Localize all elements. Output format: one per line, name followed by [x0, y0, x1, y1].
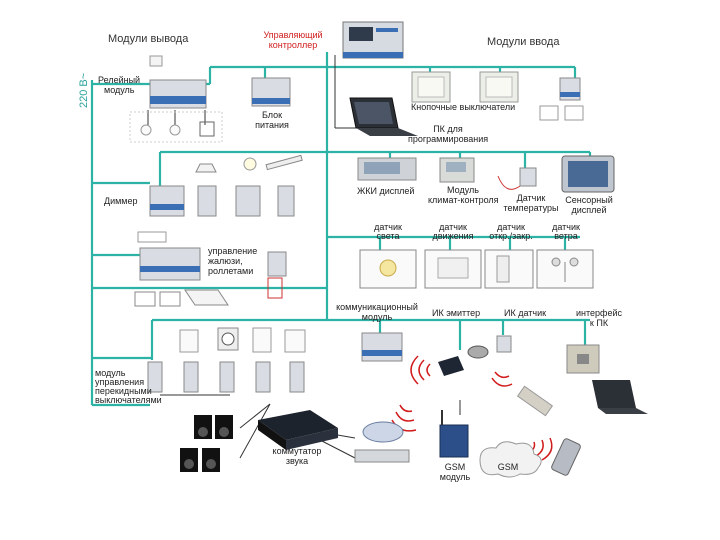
climate-label-1: Модуль	[447, 185, 479, 195]
gsm-cloud-label: GSM	[497, 462, 519, 472]
sensor-panels	[359, 249, 594, 289]
gsm-label-1: GSM	[444, 462, 466, 472]
ir-emitter-label: ИК эмиттер	[432, 308, 481, 318]
sensor-motion-label-1: датчик	[439, 222, 467, 232]
climate-label-2: климат-контроля	[428, 195, 499, 205]
communication-devices	[361, 332, 648, 417]
blinds-label-1: управление	[208, 246, 258, 256]
programming-laptop	[349, 97, 418, 136]
crossover-label-3: перекидными	[95, 386, 152, 396]
sensor-wind-label-2: ветра	[554, 231, 578, 241]
ir-sensor-label: ИК датчик	[504, 308, 547, 318]
button-switches	[411, 71, 584, 121]
output-modules-header: Модули вывода	[108, 33, 189, 45]
blinds-label-3: роллетами	[208, 266, 254, 276]
dimmer-modules	[149, 154, 303, 217]
buttons-label: Кнопочные выключатели	[411, 102, 516, 112]
controller-label-line1: Управляющий	[263, 30, 323, 40]
gsm-label-2: модуль	[439, 472, 471, 482]
pc-label-1: ПК для	[433, 124, 463, 134]
power-label-1: Блок	[261, 110, 283, 120]
comm-label-2: модуль	[361, 312, 393, 322]
touch-label-1: Сенсорный	[565, 195, 613, 205]
crossover-modules	[147, 327, 306, 393]
temp-label-2: температуры	[503, 203, 559, 213]
blinds-label-2: жалюзи,	[208, 256, 243, 266]
sensor-light-label-1: датчик	[374, 222, 402, 232]
sensor-light-label-2: света	[376, 231, 400, 241]
bus-lines	[90, 52, 592, 407]
relay-label-2: модуль	[104, 85, 135, 95]
voltage-label: 220 В~	[78, 72, 90, 108]
relay-module	[129, 55, 223, 143]
relay-label-1: Релейный	[98, 75, 141, 85]
temp-label-1: Датчик	[516, 193, 546, 203]
controller-device	[342, 21, 404, 59]
sensor-open-label-2: откр./закр.	[489, 231, 533, 241]
touch-label-2: дисплей	[571, 205, 607, 215]
power-label-2: питания	[255, 120, 289, 130]
audio-system	[180, 410, 410, 472]
blinds-module	[134, 231, 287, 307]
audio-label-1: коммутатор	[272, 446, 322, 456]
pc-label-2: программирования	[408, 134, 489, 144]
crossover-label-2: управления	[95, 377, 145, 387]
crossover-label-4: выключателями	[95, 395, 162, 405]
gsm-system	[439, 410, 581, 478]
display-devices	[357, 155, 615, 193]
sensor-motion-label-2: движения	[432, 231, 474, 241]
pc-iface-label-2: к ПК	[589, 318, 609, 328]
pc-iface-label-1: интерфейс	[576, 308, 622, 318]
power-supply	[251, 77, 291, 107]
crossover-label-1: модуль	[95, 368, 126, 378]
lcd-label: ЖКИ дисплей	[357, 186, 415, 196]
dimmer-label: Диммер	[104, 196, 138, 206]
sensor-open-label-1: датчик	[497, 222, 525, 232]
audio-label-2: звука	[285, 456, 309, 466]
comm-label-1: коммуникационный	[336, 302, 418, 312]
controller-label-line2: контроллер	[268, 40, 318, 50]
input-modules-header: Модули ввода	[487, 36, 560, 48]
sensor-wind-label-1: датчик	[552, 222, 580, 232]
